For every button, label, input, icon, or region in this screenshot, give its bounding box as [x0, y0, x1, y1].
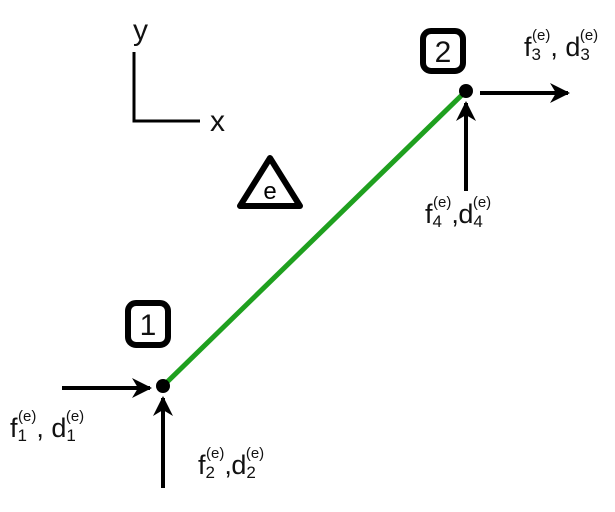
- node-2-dot: [459, 84, 473, 98]
- triangle-icon: [237, 155, 303, 209]
- y-axis-label: y: [133, 14, 148, 47]
- node-1-label: 1: [140, 309, 157, 342]
- element-label-text: e: [263, 178, 276, 205]
- dof-4-label: f4(e), d4(e): [425, 194, 491, 231]
- element-label: e: [237, 155, 303, 209]
- axes-lines: [132, 52, 200, 123]
- element-bar: [161, 89, 468, 388]
- dof-1-label: f1(e), d1(e): [10, 408, 84, 445]
- node-2: 2: [420, 28, 473, 98]
- dof-2-label: f2(e), d2(e): [198, 445, 264, 482]
- x-axis-label: x: [210, 105, 225, 138]
- node-1: 1: [125, 300, 171, 393]
- dof-3-label: f3(e), d3(e): [524, 27, 598, 64]
- node-2-label: 2: [435, 36, 452, 69]
- coordinate-axes: y x: [132, 14, 225, 138]
- node-1-dot: [156, 379, 170, 393]
